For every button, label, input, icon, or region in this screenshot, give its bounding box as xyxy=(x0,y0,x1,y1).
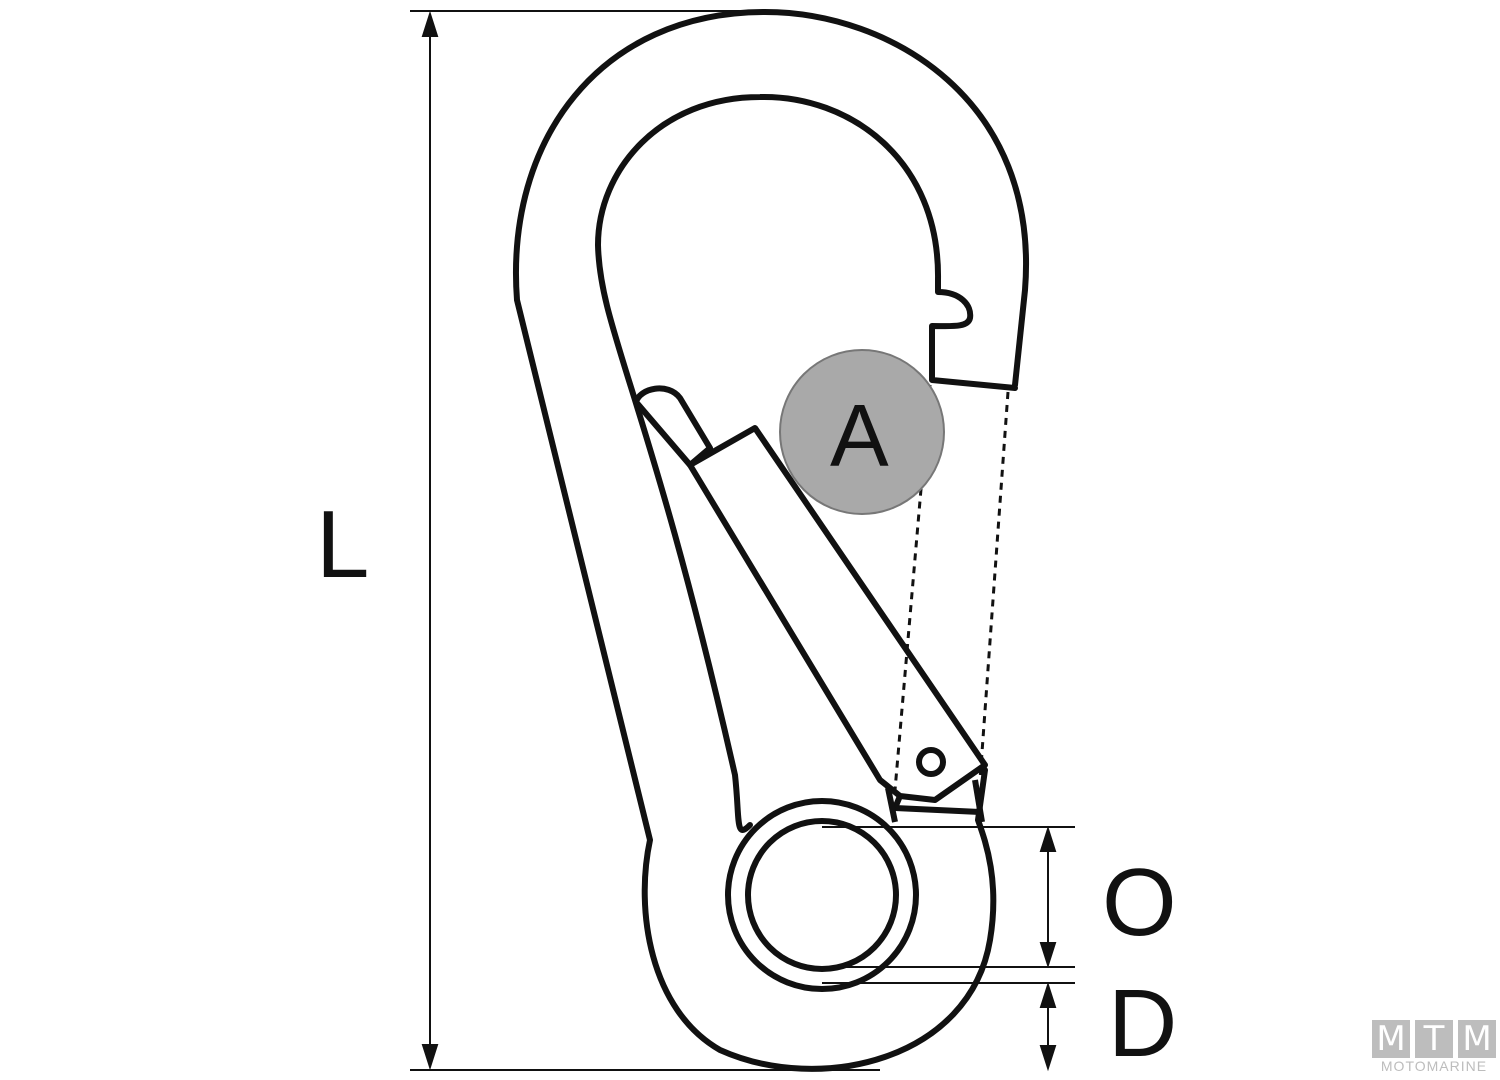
logo-subtitle: MOTOMARINE xyxy=(1380,1058,1488,1074)
hook-body xyxy=(513,9,1030,1072)
logo-letter-3: M xyxy=(1458,1020,1496,1058)
logo-letter-2: T xyxy=(1415,1020,1453,1058)
eye-ring xyxy=(725,798,919,992)
gate-hinge-lines xyxy=(885,779,985,823)
eye-dimensions xyxy=(822,825,1075,1072)
callout-label: A xyxy=(830,386,889,485)
logo-letter-1: M xyxy=(1372,1020,1410,1058)
diameter-label: D xyxy=(1108,970,1177,1077)
callout-circle xyxy=(779,349,945,515)
length-label: L xyxy=(316,491,369,598)
opening-label: O xyxy=(1102,849,1177,956)
